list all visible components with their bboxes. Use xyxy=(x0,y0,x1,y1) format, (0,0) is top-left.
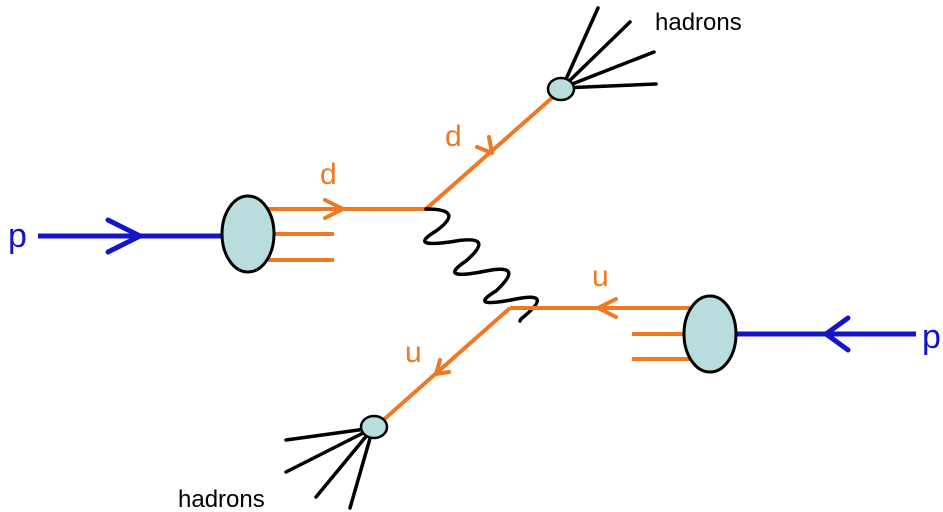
quark-out-down-label: u xyxy=(405,336,422,369)
quark-out-up-arrow xyxy=(475,135,494,155)
proton-left-label: p xyxy=(8,217,27,255)
jet-bottom xyxy=(284,426,375,510)
jet-vertex-bottom xyxy=(359,414,389,440)
hadrons-bottom-label: hadrons xyxy=(178,486,265,512)
quark-out-up-label: d xyxy=(445,120,462,153)
left-proton-blob xyxy=(220,194,276,274)
jet-top xyxy=(560,6,658,90)
proton-left-arrow xyxy=(105,217,143,255)
quark-out-down-line xyxy=(379,306,512,424)
left-quark-arrow xyxy=(323,198,345,220)
quark-in-right-label: u xyxy=(592,260,609,293)
jet-vertex-top xyxy=(546,76,576,102)
right-quark-arrow xyxy=(596,297,618,319)
hadrons-top-label: hadrons xyxy=(655,9,742,36)
right-proton-blob xyxy=(682,294,738,374)
gluon-coil xyxy=(423,207,539,323)
proton-right-label: p xyxy=(922,318,941,356)
quark-out-down-arrow xyxy=(434,358,451,376)
quark-in-left-label: d xyxy=(320,158,337,191)
proton-right-arrow xyxy=(823,315,851,353)
